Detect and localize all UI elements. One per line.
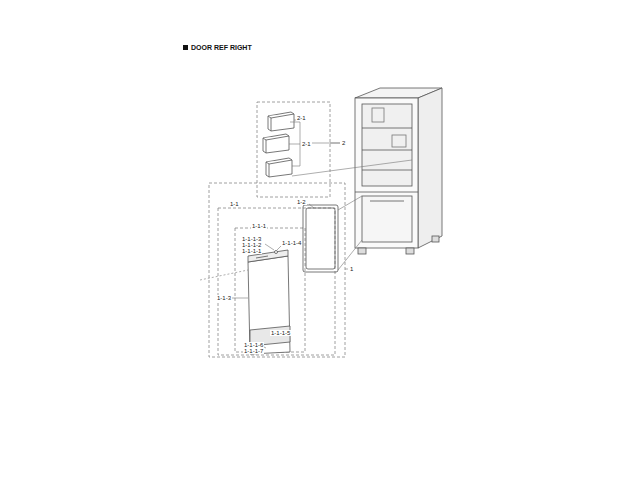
callout-number: 1-2 [296, 199, 307, 205]
door-panel [248, 250, 290, 354]
callout-number: 1-1 [229, 201, 240, 207]
callout-number: 2-1 [296, 115, 307, 121]
door-gasket [303, 205, 338, 272]
callout-number: 2-1 [301, 141, 312, 147]
callout-number: 1-1-3 [216, 295, 232, 301]
callout-number: 1-1-1-7 [243, 348, 264, 354]
callout-number: 1-1-1-5 [270, 330, 291, 336]
title-marker [183, 45, 188, 50]
callout-number: 1-1-1 [251, 223, 267, 229]
group-outline [209, 102, 345, 357]
callout-number: 2 [341, 140, 346, 146]
leader-line [200, 120, 412, 348]
refrigerator-body [355, 88, 442, 254]
door-bin [263, 112, 294, 177]
callout-number: 1 [349, 266, 354, 272]
callout-number: 1-1-1-4 [281, 240, 302, 246]
diagram-title: DOOR REF RIGHT [191, 44, 252, 51]
callout-number: 1-1-1-1 [241, 248, 262, 254]
